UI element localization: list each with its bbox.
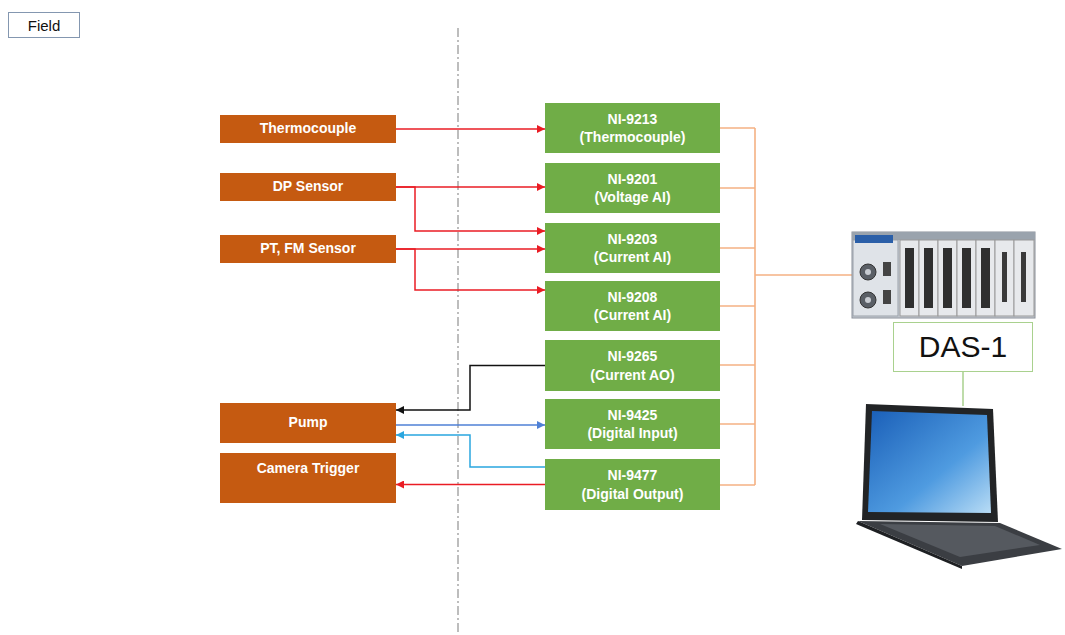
io-module-box: NI-9208(Current AI) [545, 281, 720, 331]
node-text: NI-9213 [608, 110, 658, 128]
port-connector [860, 292, 876, 308]
io-module [1014, 240, 1034, 316]
node-text: NI-9201 [608, 170, 658, 188]
module-connector [905, 248, 914, 308]
controller-module [853, 240, 898, 316]
io-module-box: NI-9201(Voltage AI) [545, 163, 720, 213]
io-module-box: NI-9425(Digital Input) [545, 399, 720, 449]
signal-connector [396, 484, 545, 486]
laptop-bezel [862, 404, 998, 522]
port-pin [865, 269, 871, 275]
field-device-box: Pump [220, 403, 396, 443]
module-connector [1021, 252, 1026, 302]
logo-patch [855, 235, 893, 243]
node-text: NI-9265 [608, 347, 658, 365]
node-text: NI-9477 [608, 466, 658, 484]
node-text: (Digital Input) [587, 424, 677, 442]
field-device-box: PT, FM Sensor [220, 235, 396, 263]
node-text: NI-9208 [608, 288, 658, 306]
module-connector [981, 248, 990, 308]
node-text: (Thermocouple) [580, 128, 686, 146]
laptop-screen [868, 411, 991, 513]
io-module-box: NI-9203(Current AI) [545, 223, 720, 273]
signal-connector [396, 187, 545, 231]
node-text: Camera Trigger [257, 460, 360, 478]
laptop-keyboard [880, 524, 1040, 557]
module-connector [962, 248, 971, 308]
module-connector [1002, 252, 1007, 302]
io-module-box: NI-9477(Digital Output) [545, 459, 720, 510]
signal-connector [396, 128, 545, 130]
laptop-base [858, 521, 1062, 566]
laptop-edge [856, 521, 962, 569]
signal-connector [396, 248, 545, 250]
bus-wire [720, 187, 755, 189]
node-text: (Current AO) [590, 366, 674, 384]
module-bus [720, 128, 852, 485]
io-module [976, 240, 995, 316]
signal-connector [396, 424, 545, 426]
node-text: (Digital Output) [582, 485, 684, 503]
node-text: DAS-1 [919, 330, 1007, 364]
node-text: DP Sensor [273, 178, 344, 196]
laptop-icon [856, 404, 1062, 569]
cdaq-chassis [852, 232, 1035, 318]
bus-wire [720, 484, 755, 486]
io-module [900, 240, 919, 316]
node-text: (Current AI) [594, 248, 671, 266]
signal-connector [396, 249, 545, 290]
bus-wire [720, 127, 755, 129]
field-device-box: Thermocouple [220, 115, 396, 143]
node-text: NI-9203 [608, 230, 658, 248]
io-module-box: NI-9213(Thermocouple) [545, 103, 720, 153]
io-module [938, 240, 957, 316]
module-connector [943, 248, 952, 308]
system-label-box: DAS-1 [893, 322, 1033, 372]
signal-connector [396, 435, 545, 467]
field-device-box: DP Sensor [220, 173, 396, 201]
io-module [957, 240, 976, 316]
io-module [919, 240, 938, 316]
node-text: Thermocouple [260, 120, 356, 138]
switch [883, 262, 891, 276]
field-device-box: Camera Trigger [220, 453, 396, 503]
signal-connector [396, 366, 545, 411]
node-text: Field [28, 17, 61, 34]
bus-wire [720, 423, 755, 425]
bus-trunk [754, 128, 756, 485]
switch [883, 290, 891, 304]
field-boundary [457, 28, 458, 635]
io-module [995, 240, 1014, 316]
node-text: NI-9425 [608, 406, 658, 424]
node-text: Pump [289, 414, 328, 432]
chassis-body [852, 232, 1035, 318]
port-pin [865, 297, 871, 303]
region-label-box: Field [8, 12, 80, 38]
node-text: (Current AI) [594, 306, 671, 324]
module-connector [924, 248, 933, 308]
bus-wire [720, 247, 755, 249]
bus-wire [720, 364, 755, 366]
link-wire [962, 372, 964, 406]
bus-wire [720, 305, 755, 307]
port-connector [860, 264, 876, 280]
io-module-box: NI-9265(Current AO) [545, 340, 720, 391]
node-text: PT, FM Sensor [260, 240, 356, 258]
bus-wire [755, 274, 852, 276]
signal-connector [396, 186, 545, 188]
node-text: (Voltage AI) [594, 188, 670, 206]
